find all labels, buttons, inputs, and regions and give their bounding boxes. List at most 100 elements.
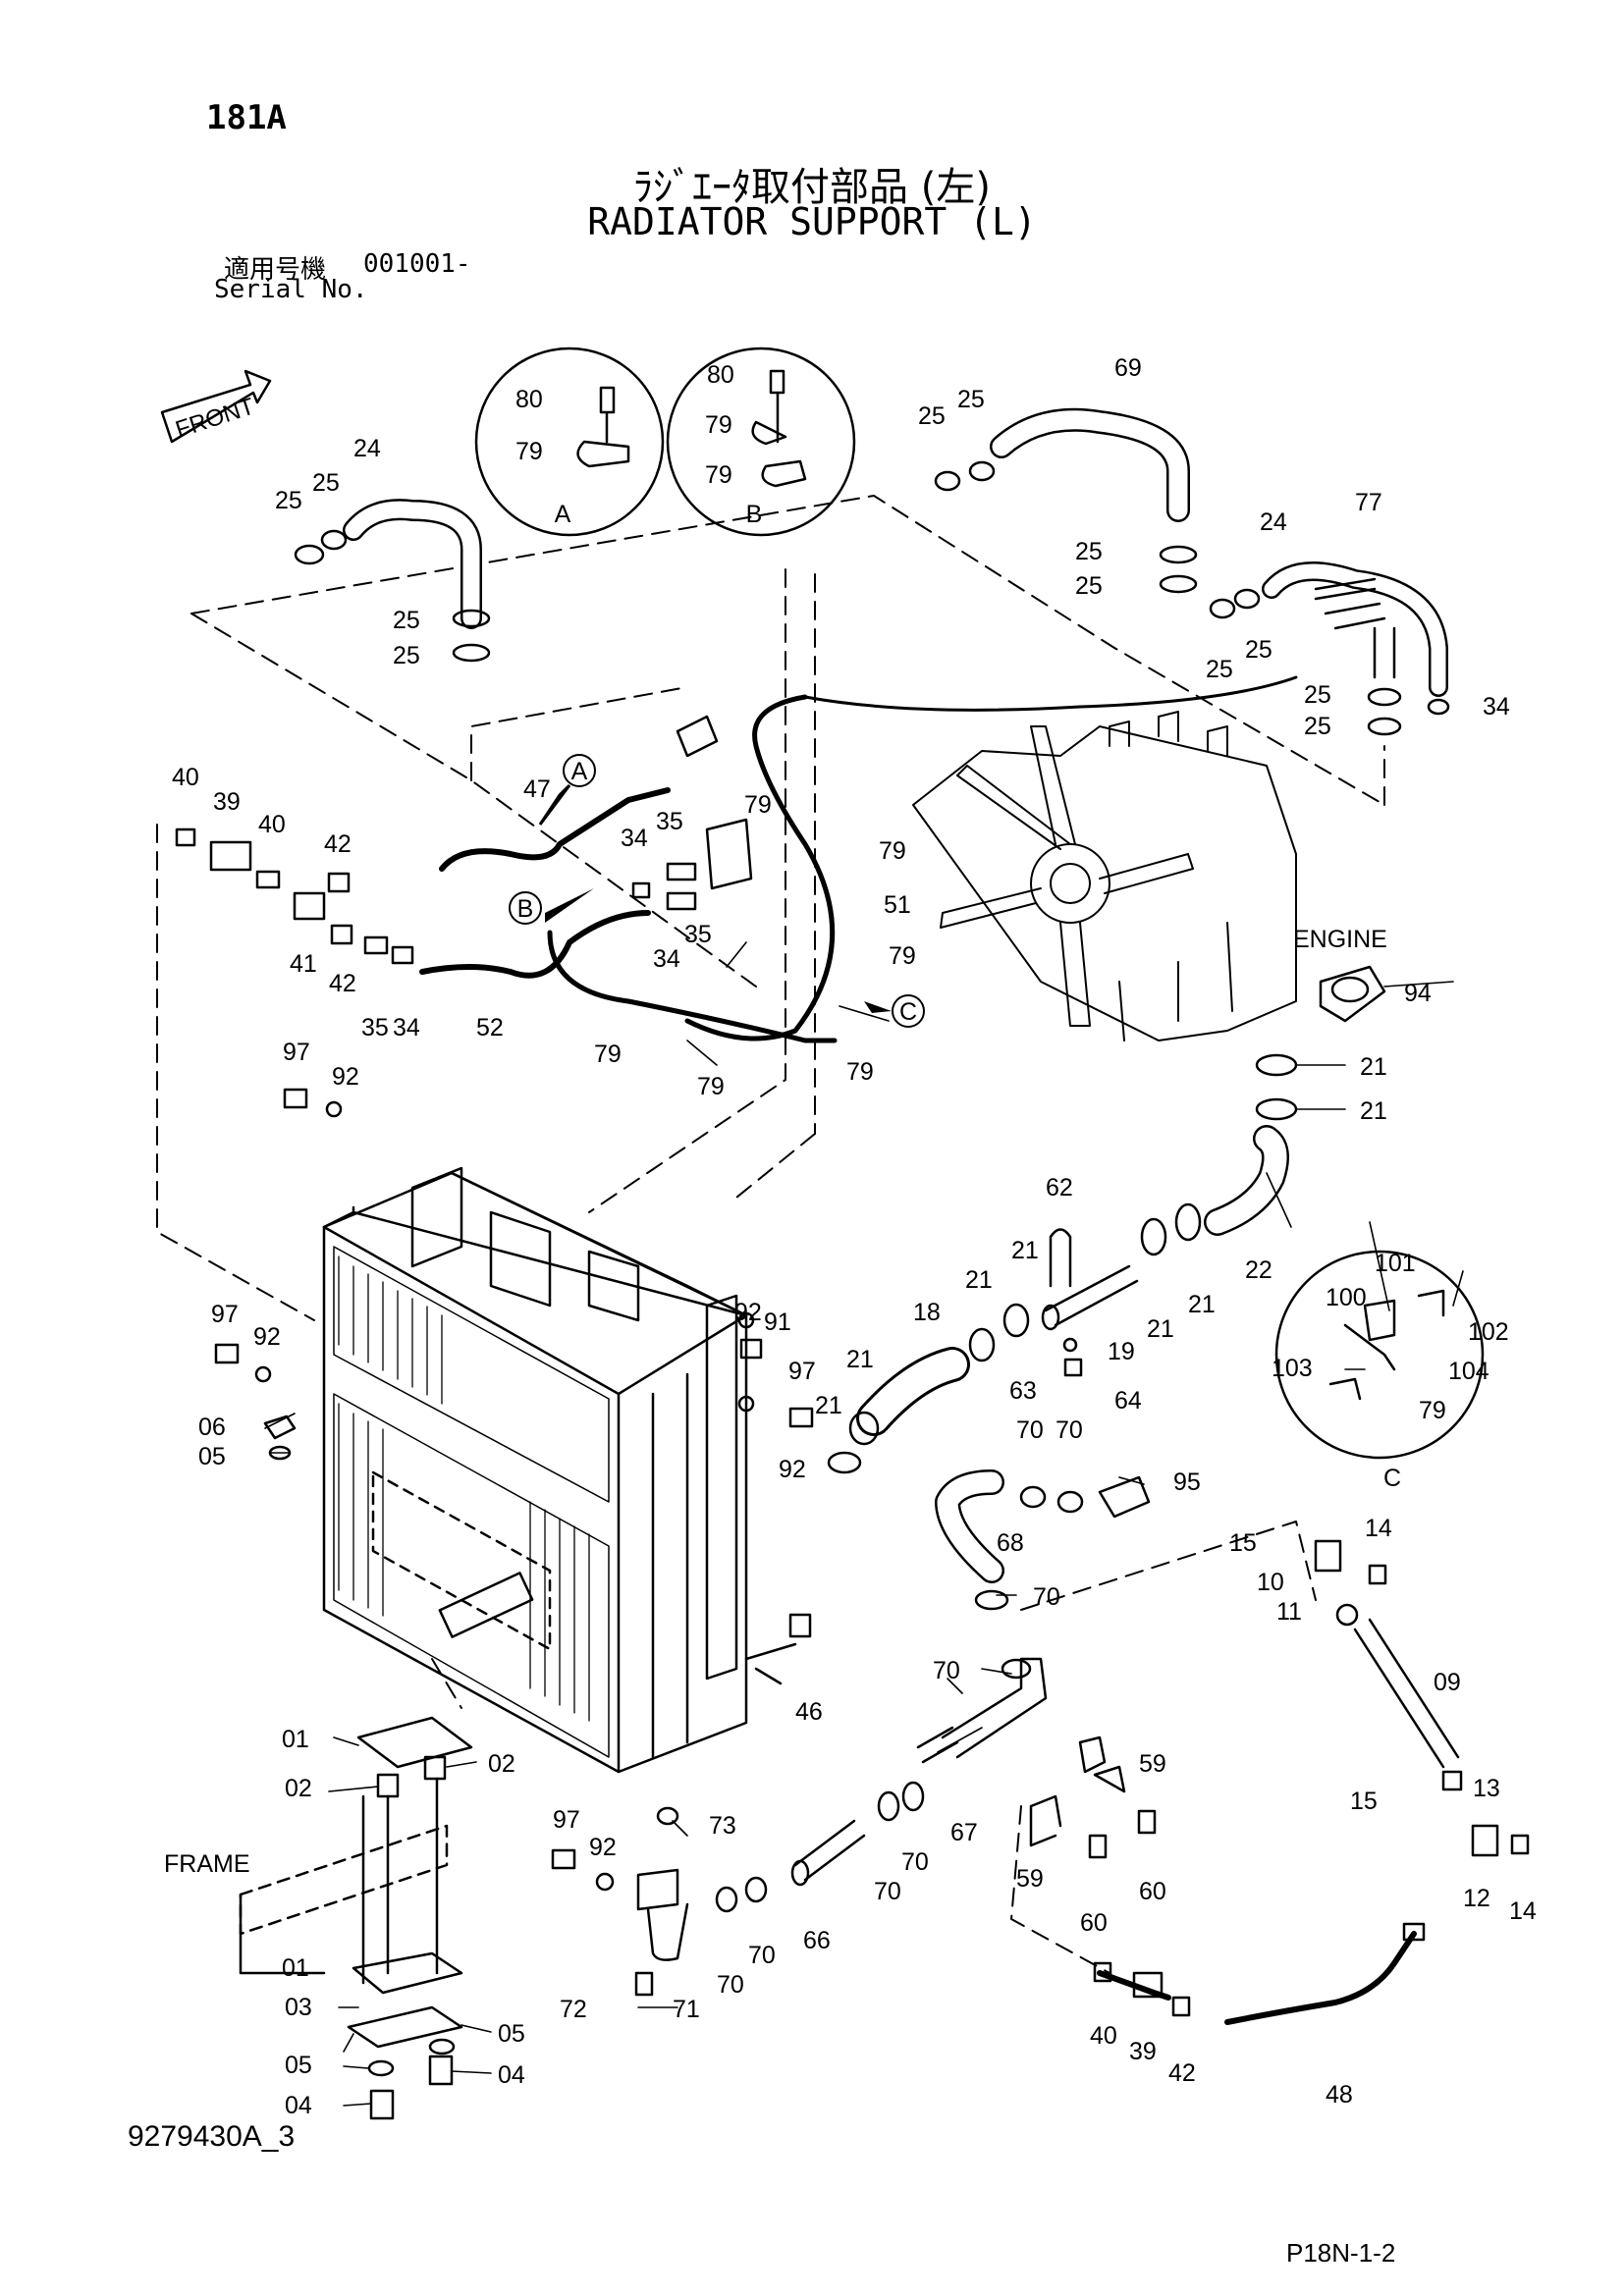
part-70-label: 70 <box>1033 1583 1060 1611</box>
part-34-label: 34 <box>393 1014 420 1041</box>
part-59-label: 59 <box>1016 1865 1044 1893</box>
part-25-label: 25 <box>1245 636 1272 664</box>
page-reference: P18N-1-2 <box>1286 2238 1396 2268</box>
part-67-label: 67 <box>950 1819 978 1846</box>
part-100-label: 100 <box>1326 1284 1367 1311</box>
part-70-label: 70 <box>717 1971 744 1999</box>
drawing-number: 9279430A_3 <box>128 2120 296 2153</box>
part-92-label: 92 <box>332 1063 359 1091</box>
part-48-label: 48 <box>1326 2081 1353 2109</box>
part-25-label: 25 <box>1075 572 1103 600</box>
part-11-label: 11 <box>1276 1598 1302 1626</box>
part-68-label: 68 <box>997 1529 1024 1557</box>
part-02-label: 02 <box>285 1775 312 1802</box>
part-21-label: 21 <box>1147 1315 1174 1343</box>
detail-marker-c <box>892 994 925 1028</box>
leader-lines <box>264 941 1464 2107</box>
part-19-label: 19 <box>1108 1338 1135 1365</box>
part-71-label: 71 <box>673 1996 700 2023</box>
detail-circle-c <box>1274 1250 1485 1460</box>
part-79-label: 79 <box>1419 1397 1446 1424</box>
part-24-label: 24 <box>353 435 381 462</box>
engine-block <box>912 711 1297 1041</box>
part-21-label: 21 <box>965 1266 993 1294</box>
part-79-label: 79 <box>705 461 732 489</box>
part-40-label: 40 <box>1090 2022 1117 2050</box>
part-97-label: 97 <box>553 1806 580 1834</box>
detail-b-label: B <box>746 501 763 528</box>
part-02-label: 02 <box>488 1750 515 1778</box>
part-97-label: 97 <box>211 1301 239 1328</box>
part-92-label: 92 <box>779 1456 806 1483</box>
part-number-labels: 01 01 02 02 03 04 04 05 05 05 06 09 10 1… <box>172 354 1537 2119</box>
part-70-label: 70 <box>748 1942 776 1969</box>
detail-circle-a <box>474 347 665 537</box>
part-72-label: 72 <box>560 1996 587 2023</box>
serial-label-english: Serial No. <box>214 275 368 304</box>
detail-a-label: A <box>555 501 571 528</box>
marker-a-label: A <box>571 758 588 785</box>
part-22-label: 22 <box>1245 1256 1272 1284</box>
part-79-label: 79 <box>594 1041 622 1068</box>
clamp-25-group <box>294 460 1450 736</box>
part-25-label: 25 <box>1075 538 1103 565</box>
part-73-label: 73 <box>709 1812 736 1840</box>
part-21-label: 21 <box>1011 1237 1039 1264</box>
part-92-label: 92 <box>734 1299 762 1326</box>
part-21-label: 21 <box>815 1392 842 1419</box>
part-60-label: 60 <box>1139 1878 1166 1905</box>
part-47-label: 47 <box>523 775 551 803</box>
part-25-label: 25 <box>312 469 340 497</box>
part-79-label: 79 <box>515 438 543 465</box>
part-70-label: 70 <box>1056 1416 1083 1444</box>
part-92-label: 92 <box>253 1323 281 1351</box>
serial-label-japanese: 適用号機 <box>224 255 327 285</box>
part-14-label: 14 <box>1365 1515 1392 1542</box>
part-12-label: 12 <box>1463 1885 1490 1912</box>
part-63-label: 63 <box>1009 1377 1037 1405</box>
title-japanese: ﾗｼﾞｴｰﾀ取付部品 (左) <box>633 165 991 210</box>
part-41-label: 41 <box>290 950 317 978</box>
part-95-label: 95 <box>1173 1468 1201 1496</box>
marker-c-label: C <box>899 998 917 1026</box>
part-42-label: 42 <box>324 830 352 858</box>
part-18-label: 18 <box>913 1299 941 1326</box>
part-34-label: 34 <box>1483 693 1510 721</box>
part-25-label: 25 <box>1206 656 1233 683</box>
part-79-label: 79 <box>697 1073 725 1100</box>
part-60-label: 60 <box>1080 1909 1108 1937</box>
part-25-label: 25 <box>275 487 302 514</box>
part-94-label: 94 <box>1404 980 1432 1007</box>
part-70-label: 70 <box>901 1848 929 1876</box>
radiator-core-hatching <box>338 1255 590 1722</box>
part-70-label: 70 <box>874 1878 901 1905</box>
frame-label: FRAME <box>164 1850 250 1878</box>
front-arrow-icon <box>160 369 272 444</box>
part-01-label: 01 <box>282 1954 309 1982</box>
page-code: 181A <box>206 98 287 137</box>
part-97-label: 97 <box>788 1358 816 1385</box>
part-35-label: 35 <box>361 1014 389 1041</box>
part-15-label: 15 <box>1229 1529 1257 1557</box>
part-25-label: 25 <box>957 386 985 413</box>
part-79-label: 79 <box>705 411 732 439</box>
part-79-label: 79 <box>744 791 772 819</box>
part-101-label: 101 <box>1375 1250 1416 1277</box>
radiator-assembly <box>322 1166 797 1774</box>
part-06-label: 06 <box>198 1414 226 1441</box>
part-13-label: 13 <box>1473 1775 1500 1802</box>
part-21-label: 21 <box>1360 1097 1387 1125</box>
part-52-label: 52 <box>476 1014 504 1041</box>
part-97-label: 97 <box>283 1039 310 1066</box>
part-15-label: 15 <box>1350 1788 1378 1815</box>
part-01-label: 01 <box>282 1726 309 1753</box>
part-04-label: 04 <box>498 2061 525 2089</box>
part-34-label: 34 <box>621 825 648 852</box>
part-40-label: 40 <box>172 764 199 791</box>
detail-marker-a <box>563 754 596 787</box>
part-39-label: 39 <box>1129 2038 1157 2065</box>
part-10-label: 10 <box>1257 1569 1284 1596</box>
part-46-label: 46 <box>795 1698 823 1726</box>
part-09-label: 09 <box>1434 1669 1461 1696</box>
